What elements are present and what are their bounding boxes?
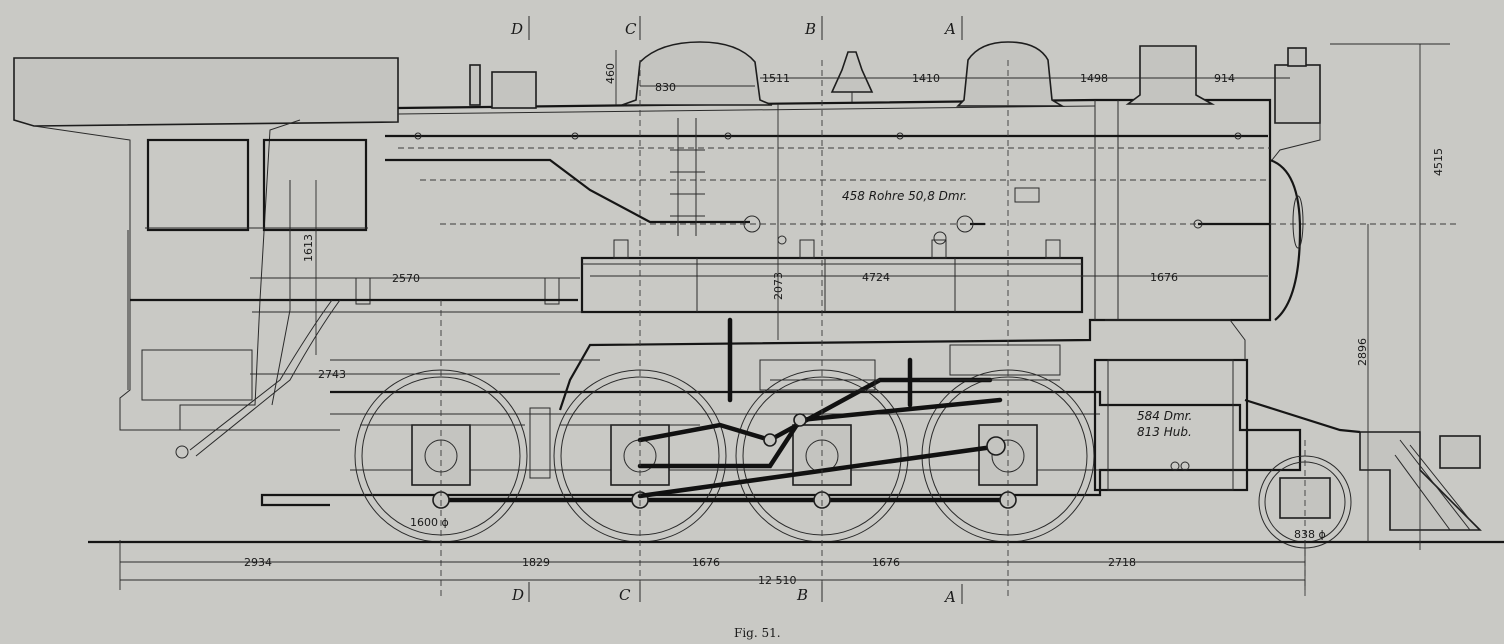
dim-a-to-stack: 1498 [1080,72,1108,85]
dim-lead-wheel: 838 ϕ [1294,528,1326,541]
dim-total-height: 4515 [1432,148,1445,176]
dim-front-section: 1676 [1150,271,1178,284]
frame [260,390,1302,507]
dim-tank-height: 2073 [772,272,785,300]
section-d-bottom: D [511,586,524,604]
dim-ba-spacing: 1676 [872,556,900,569]
section-a-top: A [943,20,956,38]
cab-body [33,119,301,431]
dim-firebox-to-tank: 2570 [392,272,420,285]
section-b-top: B [804,20,816,38]
section-c-top: C [625,20,637,38]
dim-c-to-b: 1511 [762,72,790,85]
dim-driver-wheel: 1600 ϕ [410,516,449,529]
headlight [1274,64,1321,124]
dim-front-overhang: 2718 [1108,556,1136,569]
section-a-bottom: A [943,588,956,606]
dim-dome-height: 460 [604,63,617,84]
cylinder-stroke: 813 Hub. [1137,425,1192,439]
air-tank [580,256,1084,314]
section-b-bottom: B [796,586,808,604]
dim-dc-spacing: 1829 [522,556,550,569]
boiler-shell [397,98,1272,411]
dim-cab-height: 1613 [302,234,315,262]
tube-note: 458 Rohre 50,8 Dmr. [842,189,967,203]
dim-tank-length: 4724 [862,271,890,284]
dim-stack-to-front: 914 [1214,72,1235,85]
dim-rear-overhang: 2934 [244,556,272,569]
dim-b-to-a: 1410 [912,72,940,85]
smokestack [1125,45,1216,105]
cab-window-left [146,138,250,232]
section-d-top: D [510,20,523,38]
section-c-bottom: C [619,586,631,604]
main-rod [637,443,1003,499]
cab-window-right [262,138,368,232]
dim-dome-width: 830 [655,81,676,94]
dim-boiler-center: 2896 [1356,338,1369,366]
dim-cab-floor: 2743 [318,368,346,381]
bell-b [830,51,874,93]
dome-a [956,41,1065,107]
dome-c [621,41,773,106]
cab-roof [13,57,399,127]
dim-cb-spacing: 1676 [692,556,720,569]
dim-total-length: 12 510 [758,574,797,587]
figure-caption: Fig. 51. [734,626,781,640]
cylinder-diameter: 584 Dmr. [1137,409,1192,423]
